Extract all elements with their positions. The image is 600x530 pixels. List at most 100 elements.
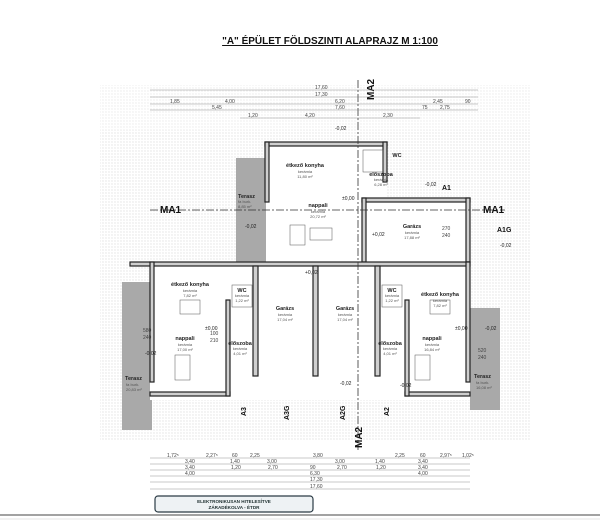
svg-text:2,45: 2,45 (433, 99, 443, 105)
svg-text:fa burk.: fa burk. (238, 199, 251, 204)
room-upper-terrace: Terasz fa burk. 8,85 m² (238, 194, 255, 209)
level-mark: -0,02 (425, 182, 437, 188)
room-upper-hall: előszoba kerámia 6,28 m² (369, 172, 393, 187)
svg-text:1,02⁵: 1,02⁵ (462, 453, 474, 459)
svg-text:3,80: 3,80 (313, 453, 323, 459)
section-ma2-bottom: MA2 (354, 426, 365, 448)
svg-text:1,20: 1,20 (248, 113, 258, 119)
door-dim: 100 (210, 331, 219, 337)
section-a2g: A2G (340, 405, 347, 420)
section-a1: A1 (442, 185, 451, 192)
svg-text:ZÁRADÉKOLVA - ÉTDR: ZÁRADÉKOLVA - ÉTDR (209, 503, 261, 510)
svg-text:étkező konyha: étkező konyha (171, 282, 210, 288)
svg-text:2,70: 2,70 (268, 465, 278, 471)
room-ll-kitchen: étkező konyha kerámia 7,82 m² (171, 282, 210, 298)
room-ll-living: nappali kerámia 17,00 m² (175, 336, 195, 352)
svg-text:2,70: 2,70 (337, 465, 347, 471)
wall (465, 197, 471, 263)
svg-text:3,40: 3,40 (418, 465, 428, 471)
svg-text:kerámia: kerámia (385, 293, 400, 298)
svg-text:17,60: 17,60 (315, 85, 328, 91)
window-dim: 240 (478, 355, 487, 361)
wall (264, 141, 388, 147)
terrace-lower-left (122, 282, 152, 430)
section-a3g: A3G (284, 405, 291, 420)
room-ll-wc: WC kerámia 1,22 m² (235, 288, 250, 303)
svg-text:75: 75 (422, 105, 428, 111)
svg-text:5,45: 5,45 (212, 105, 222, 111)
svg-text:1,40: 1,40 (230, 459, 240, 465)
svg-text:fa burk.: fa burk. (126, 382, 139, 387)
svg-text:16,84 m²: 16,84 m² (424, 347, 440, 352)
svg-text:17,04 m²: 17,04 m² (277, 317, 293, 322)
svg-text:17,30: 17,30 (310, 477, 323, 483)
svg-text:7,60: 7,60 (335, 105, 345, 111)
svg-text:16,08 m²: 16,08 m² (476, 385, 492, 390)
svg-text:Garázs: Garázs (276, 306, 294, 312)
svg-text:2,25: 2,25 (250, 453, 260, 459)
svg-text:kerámia: kerámia (433, 298, 448, 303)
svg-text:90: 90 (310, 465, 316, 471)
svg-text:3,40: 3,40 (185, 465, 195, 471)
wall (264, 141, 270, 203)
section-a2: A2 (384, 407, 391, 416)
svg-text:nappali: nappali (175, 336, 195, 342)
svg-text:fa burk.: fa burk. (476, 380, 489, 385)
svg-text:20,83 m²: 20,83 m² (126, 387, 142, 392)
room-ll-hall: előszoba kerámia 4,01 m² (228, 341, 252, 356)
room-lr-hall: előszoba kerámia 4,01 m² (378, 341, 402, 356)
svg-text:1,22 m²: 1,22 m² (235, 298, 249, 303)
top-dimensions: 17,60 17,30 1,85 4,00 6,20 2,45 90 5,45 … (150, 85, 478, 119)
level-mark: -0,02 (340, 381, 352, 387)
level-mark: +0,02 (372, 232, 385, 238)
svg-text:előszoba: előszoba (378, 341, 402, 347)
svg-text:4,00: 4,00 (185, 471, 195, 477)
svg-text:Garázs: Garázs (403, 224, 421, 230)
window-dim: 240 (143, 335, 152, 341)
dining-table (179, 299, 201, 315)
svg-text:17,00 m²: 17,00 m² (177, 347, 193, 352)
svg-text:7,82 m²: 7,82 m² (433, 303, 447, 308)
svg-text:1,22 m²: 1,22 m² (385, 298, 399, 303)
wc-lower-right (381, 284, 403, 308)
site-hatch-top (100, 85, 530, 130)
wall (361, 197, 367, 263)
room-lr-wc: WC kerámia 1,22 m² (385, 288, 400, 303)
level-mark: ±0,00 (205, 326, 218, 332)
level-mark: +0,02 (305, 270, 318, 276)
room-upper-garage: Garázs kerámia 17,88 m² (403, 224, 421, 240)
svg-text:4,01 m²: 4,01 m² (383, 351, 397, 356)
svg-text:20,72 m²: 20,72 m² (310, 214, 326, 219)
svg-text:6,20: 6,20 (335, 99, 345, 105)
svg-text:2,25: 2,25 (395, 453, 405, 459)
level-mark: -0,02 (145, 351, 157, 357)
svg-text:4,20: 4,20 (305, 113, 315, 119)
wall (225, 299, 231, 397)
svg-text:kerámia: kerámia (298, 169, 313, 174)
svg-text:3,00: 3,00 (267, 459, 277, 465)
svg-text:1,20: 1,20 (376, 465, 386, 471)
sofa (414, 354, 431, 381)
wall (252, 265, 259, 377)
wall (149, 261, 155, 383)
svg-text:17,60: 17,60 (310, 484, 323, 490)
wc-lower-left (231, 284, 253, 308)
wall (374, 265, 381, 377)
svg-text:étkező konyha: étkező konyha (421, 292, 460, 298)
svg-text:3,40: 3,40 (185, 459, 195, 465)
room-upper-kitchen: étkező konyha kerámia 11,80 m² (286, 163, 325, 179)
svg-text:kerámia: kerámia (405, 230, 420, 235)
svg-text:kerámia: kerámia (235, 293, 250, 298)
svg-text:nappali: nappali (422, 336, 442, 342)
level-mark: -0,02 (485, 326, 497, 332)
bottom-dimensions: 1,72⁵ 2,27⁵ 60 2,25 3,80 2,25 60 2,97⁵ 1… (150, 453, 474, 490)
door-dim: 210 (210, 338, 219, 344)
svg-text:1,85: 1,85 (170, 99, 180, 105)
svg-text:2,27⁵: 2,27⁵ (206, 453, 218, 459)
level-mark: -0,02 (400, 383, 412, 389)
svg-text:étkező konyha: étkező konyha (286, 163, 325, 169)
wall (129, 261, 471, 267)
svg-text:kerámia: kerámia (383, 346, 398, 351)
section-ma2-top: MA2 (366, 78, 377, 100)
svg-text:kerámia: kerámia (311, 209, 326, 214)
